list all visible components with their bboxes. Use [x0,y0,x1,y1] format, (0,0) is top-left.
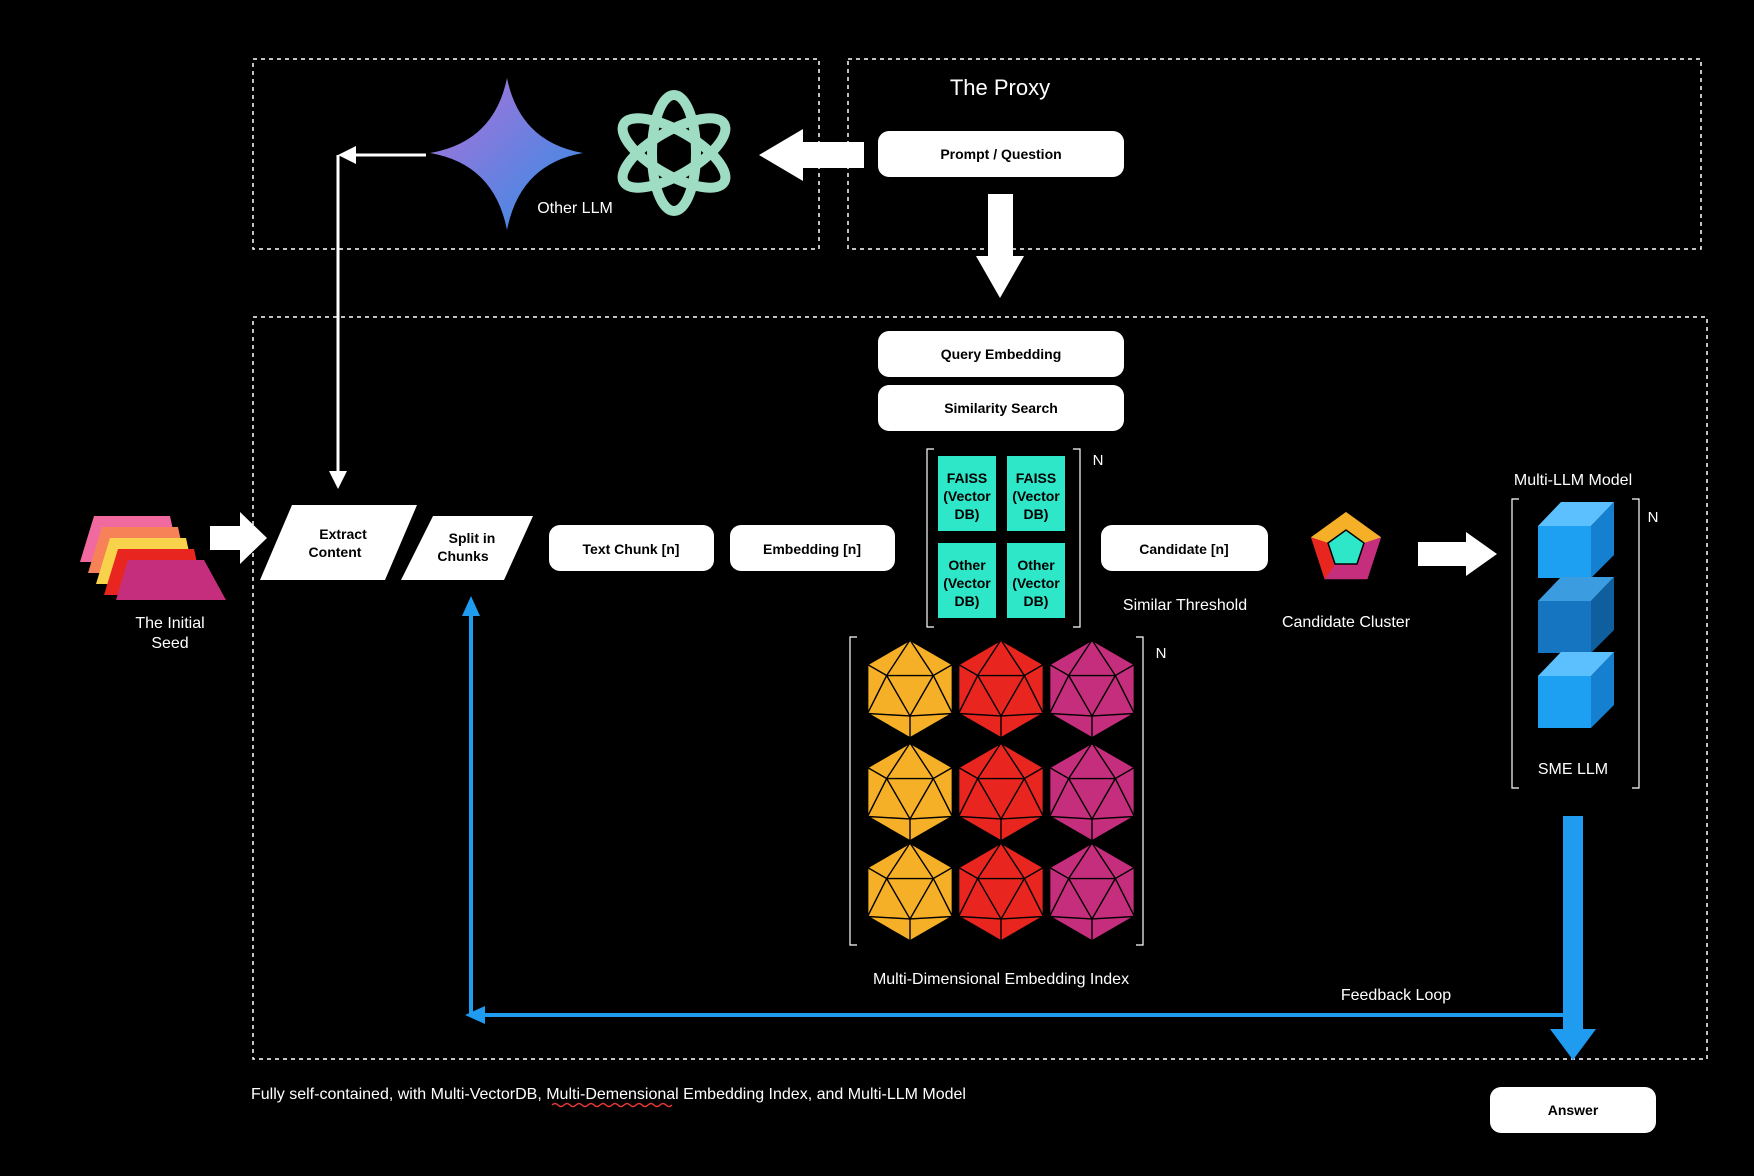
embedding-index-bracket-left [849,636,857,946]
vector-db-cell-l1: Other [948,557,986,573]
vector-db-cell-l3: DB) [955,593,980,609]
embedding-label: Embedding [n] [763,541,861,557]
footer-post: Embedding Index, and Multi-LLM Model [679,1086,966,1103]
candidate-cluster-label: Candidate Cluster [1282,614,1411,631]
candidate-box [1101,525,1268,571]
sme-llm-label: SME LLM [1538,761,1608,778]
proxy-container [847,58,1702,250]
footer-pre: Fully self-contained, with Multi-VectorD… [251,1086,546,1103]
candidate-label: Candidate [n] [1139,541,1228,557]
icosahedron-icon [866,639,954,739]
split-chunks-line1: Split in [449,530,496,546]
feedback-loop-label: Feedback Loop [1341,987,1451,1004]
llm-cube-icon [1538,652,1614,728]
answer-label: Answer [1548,1102,1599,1118]
candidate-cluster-icon [1309,510,1383,581]
embedding-index-grid [866,639,1136,942]
main-container [252,316,1708,1060]
similarity-search-box [878,385,1124,431]
arrow-prompt-to-query [976,194,1024,298]
footer-caption: Fully self-contained, with Multi-VectorD… [251,1086,966,1103]
split-chunks-line2: Chunks [437,548,489,564]
vector-db-n-label: N [1093,452,1104,469]
feedback-loop-arrowhead-up [462,596,480,616]
icosahedron-icon [1048,842,1136,942]
vector-db-cell [938,543,996,618]
vector-db-cell-l2: (Vector [943,575,991,591]
vector-db-cell-l3: DB) [1024,506,1049,522]
llm-to-answer-arrow-shaft [1563,816,1583,1029]
initial-seed-line1: The Initial [135,615,204,632]
vector-db-cell [1007,456,1065,531]
split-chunks-shape [401,516,533,580]
icosahedron-icon [866,842,954,942]
prompt-question-box [878,131,1124,177]
query-embedding-label: Query Embedding [941,346,1062,362]
multi-llm-cubes [1538,502,1614,728]
icosahedron-icon [866,742,954,842]
embedding-index-bracket-right [1136,636,1144,946]
initial-seed-line2: Seed [151,635,188,652]
icosahedron-icon [1048,742,1136,842]
other-llm-label: Other LLM [537,200,613,217]
text-chunk-label: Text Chunk [n] [583,541,680,557]
llm-cube-icon [1538,502,1614,578]
multi-llm-bracket-right [1632,498,1640,789]
multi-llm-n-label: N [1648,509,1659,526]
llm-cube-icon [1538,577,1614,653]
vector-db-cell-l1: Other [1017,557,1055,573]
vector-db-bracket-left [926,448,934,628]
llm-to-extract-arrowhead-left [338,146,356,164]
llm-to-answer-arrowhead [1550,1029,1596,1060]
vector-db-cell-l2: (Vector [1012,575,1060,591]
icosahedron-icon [957,742,1045,842]
vector-db-cell-l2: (Vector [943,488,991,504]
vector-db-cell [1007,543,1065,618]
other-llm-container [252,58,820,250]
extract-content-line1: Extract [319,526,367,542]
similar-threshold-label: Similar Threshold [1123,597,1247,614]
vector-db-cell [938,456,996,531]
vector-db-cell-l3: DB) [1024,593,1049,609]
proxy-title: The Proxy [950,75,1050,100]
vector-db-cell-l2: (Vector [1012,488,1060,504]
extract-content-line2: Content [309,544,362,560]
vector-db-cell-l1: FAISS [947,470,987,486]
arrow-prompt-to-llm [759,129,864,181]
gemini-star-icon [430,78,583,230]
icosahedron-icon [957,842,1045,942]
icosahedron-icon [1048,639,1136,739]
initial-seed-icon [80,516,226,600]
extract-content-shape [260,505,417,580]
embedding-box [730,525,895,571]
feedback-loop-arrowhead-left [465,1006,485,1024]
answer-box [1490,1087,1656,1133]
footer-misspelled: Multi-Demensional [546,1086,679,1103]
spellcheck-underline [551,1102,673,1108]
multi-llm-title: Multi-LLM Model [1514,472,1632,489]
vector-db-bracket-right [1073,448,1081,628]
vector-db-cell-l3: DB) [955,506,980,522]
embedding-index-n-label: N [1156,645,1167,662]
openai-icon [617,90,731,216]
query-embedding-box [878,331,1124,377]
vector-db-cell-l1: FAISS [1016,470,1056,486]
icosahedron-icon [957,639,1045,739]
similarity-search-label: Similarity Search [944,400,1058,416]
text-chunk-box [549,525,714,571]
embedding-index-title: Multi-Dimensional Embedding Index [873,971,1129,988]
arrow-seed-to-extract [210,512,267,564]
arrow-cluster-to-llm [1418,532,1497,576]
multi-llm-bracket-left [1511,498,1519,789]
vector-db-grid: FAISS (Vector DB) FAISS (Vector DB) Othe… [938,456,1065,618]
llm-to-extract-arrowhead-down [329,471,347,489]
prompt-question-label: Prompt / Question [940,146,1061,162]
